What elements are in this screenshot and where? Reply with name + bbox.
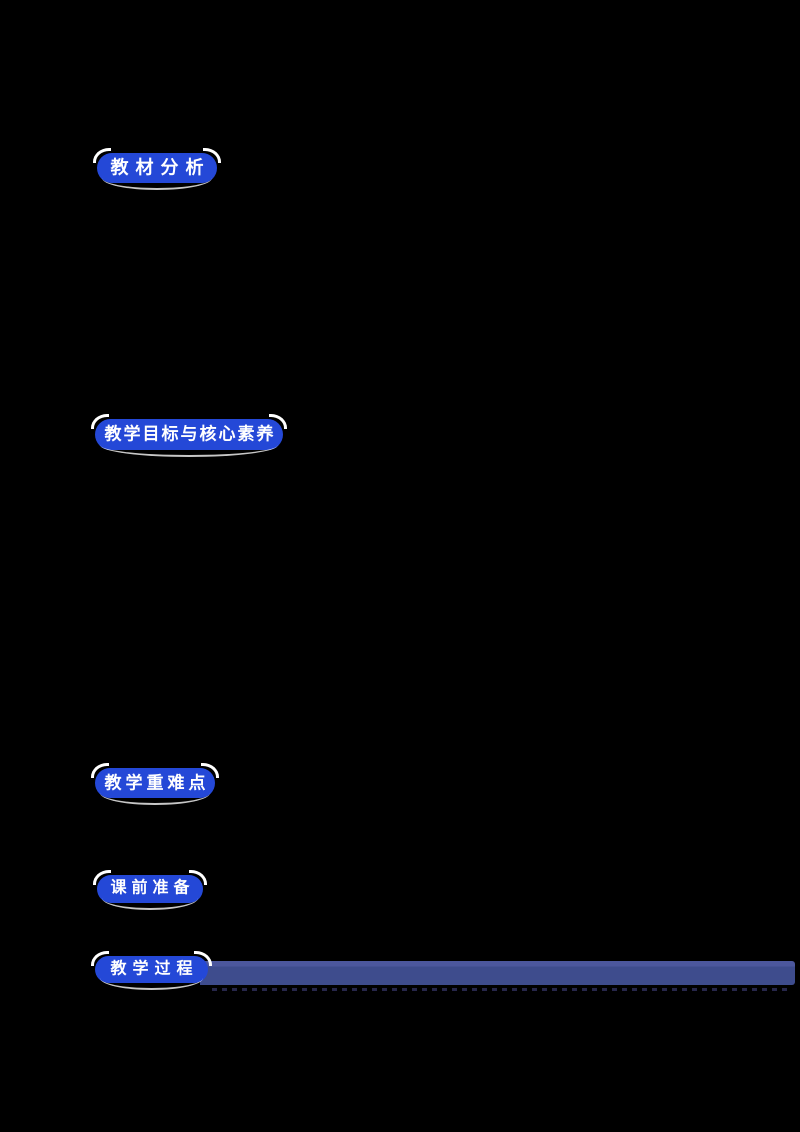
badge-underline-accent-icon	[100, 978, 203, 990]
section-badge-textbook-analysis: 教材分析	[93, 148, 221, 190]
section-title: 教学目标与核心素养	[104, 424, 276, 444]
section-badge-key-difficult-points: 教学重难点	[91, 763, 219, 805]
table-row-dashed-rule	[212, 988, 790, 991]
section-badge-teaching-process: 教学过程	[91, 951, 212, 990]
section-badge-objectives-core-literacy: 教学目标与核心素养	[91, 414, 287, 457]
badge-underline-accent-icon	[102, 898, 198, 910]
badge-underline-accent-icon	[102, 178, 212, 190]
section-title: 课前准备	[110, 879, 195, 897]
section-title: 教材分析	[110, 157, 211, 178]
badge-underline-accent-icon	[100, 445, 278, 457]
teaching-process-header-bar	[200, 961, 795, 985]
section-title: 教学过程	[110, 960, 199, 977]
section-badge-pre-class-preparation: 课前准备	[93, 870, 207, 910]
section-title: 教学重难点	[104, 773, 210, 792]
badge-underline-accent-icon	[100, 793, 210, 805]
